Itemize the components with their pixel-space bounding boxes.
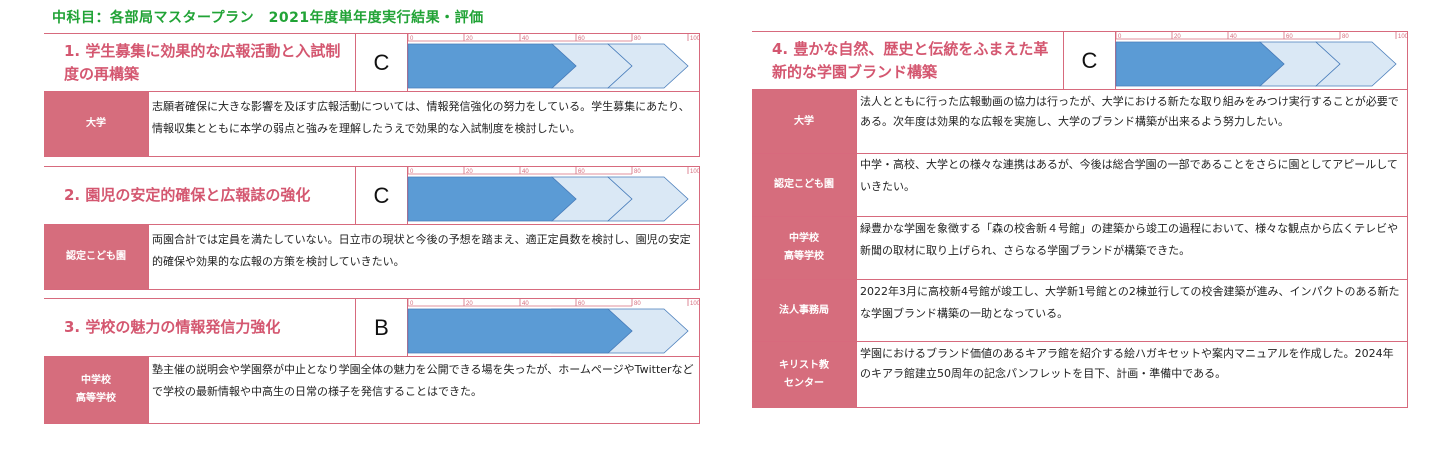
plan-card-4: 4. 豊かな自然、歴史と伝統をふまえた革新的な学園ブランド構築 C 0 20 40 6… (752, 31, 1409, 408)
department-comment: 緑豊かな学園を象徴する「森の校舎新４号館」の建築から竣工の過程において、様々な観… (856, 217, 1407, 279)
scale-label: 0 (410, 169, 414, 175)
evaluation-grade: B (356, 299, 408, 356)
scale-label: 60 (578, 301, 585, 307)
progress-bar: 0 20 40 60 80 100 (1115, 32, 1409, 89)
department-comment: 学園におけるブランド価値のあるキアラ館を紹介する絵ハガキセットや案内マニュアルを… (856, 342, 1407, 408)
plan-card-1: 1. 学生募集に効果的な広報活動と入試制度の再構築 C 0 20 40 60 80 100… (44, 33, 701, 157)
page-heading: 中科目：各部局マスタープラン 2021年度単年度実行結果・評価 (52, 10, 484, 26)
scale-label: 20 (466, 301, 473, 307)
plan-card-2: 2. 園児の安定的確保と広報誌の強化 C 0 20 40 60 80 100 認定こども園… (44, 166, 701, 290)
scale-label: 80 (634, 301, 641, 307)
progress-bar: 0 20 40 60 80 100 (407, 299, 701, 356)
department-label: キリスト教 センター (752, 342, 856, 408)
scale-label: 20 (466, 169, 473, 175)
progress-fill (407, 176, 577, 222)
department-label: 中学校 高等学校 (44, 357, 148, 423)
plan-title: 1. 学生募集に効果的な広報活動と入試制度の再構築 (44, 34, 356, 91)
department-label: 認定こども園 (44, 225, 148, 289)
department-label: 大学 (44, 92, 148, 156)
progress-fill (407, 308, 633, 354)
progress-chevron-segment (606, 43, 689, 89)
department-comment: 2022年3月に高校新4号館が竣工し、大学新1号館との2棟並行しての校舎建築が進… (856, 280, 1407, 341)
department-label: 大学 (752, 90, 856, 153)
scale-label: 100 (690, 301, 701, 307)
scale-label: 40 (522, 169, 529, 175)
progress-fill (407, 43, 577, 89)
scale-label: 0 (410, 301, 414, 307)
scale-label: 100 (1398, 34, 1409, 40)
scale-label: 40 (522, 36, 529, 42)
plan-card-3: 3. 学校の魅力の情報発信力強化 B 0 20 40 60 80 100 中学校 高等学校… (44, 298, 701, 424)
department-label: 認定こども園 (752, 154, 856, 216)
scale-label: 20 (466, 36, 473, 42)
progress-fill (1115, 41, 1285, 87)
progress-bar: 0 20 40 60 80 100 (407, 34, 701, 91)
scale-label: 80 (1342, 34, 1349, 40)
department-comment: 中学・高校、大学との様々な連携はあるが、今後は総合学園の一部であることをさらに園… (856, 154, 1407, 216)
evaluation-grade: C (356, 34, 408, 91)
department-comment: 法人とともに行った広報動画の協力は行ったが、大学における新たな取り組みをみつけ実… (856, 90, 1407, 153)
scale-label: 100 (690, 36, 701, 42)
plan-title: 3. 学校の魅力の情報発信力強化 (44, 299, 356, 356)
scale-label: 20 (1174, 34, 1181, 40)
scale-label: 60 (578, 169, 585, 175)
department-comment: 塾主催の説明会や学園祭が中止となり学園全体の魅力を公開できる場を失ったが、ホーム… (148, 357, 699, 423)
scale-label: 60 (1286, 34, 1293, 40)
scale-label: 0 (1118, 34, 1122, 40)
department-comment: 志願者確保に大きな影響を及ぼす広報活動については、情報発信強化の努力をしている。… (148, 92, 699, 156)
scale-label: 40 (522, 301, 529, 307)
scale-label: 100 (690, 169, 701, 175)
progress-bar: 0 20 40 60 80 100 (407, 167, 701, 224)
scale-label: 60 (578, 36, 585, 42)
scale-label: 40 (1230, 34, 1237, 40)
plan-title: 2. 園児の安定的確保と広報誌の強化 (44, 167, 356, 224)
department-label: 中学校 高等学校 (752, 217, 856, 279)
scale-label: 0 (410, 36, 414, 42)
evaluation-grade: C (356, 167, 408, 224)
evaluation-grade: C (1064, 32, 1116, 89)
scale-label: 80 (634, 36, 641, 42)
plan-title: 4. 豊かな自然、歴史と伝統をふまえた革新的な学園ブランド構築 (752, 32, 1064, 89)
progress-chevron-segment (606, 176, 689, 222)
progress-chevron-segment (1314, 41, 1397, 87)
scale-label: 80 (634, 169, 641, 175)
department-comment: 両園合計では定員を満たしていない。日立市の現状と今後の予想を踏まえ、適正定員数を… (148, 225, 699, 289)
department-label: 法人事務局 (752, 280, 856, 341)
